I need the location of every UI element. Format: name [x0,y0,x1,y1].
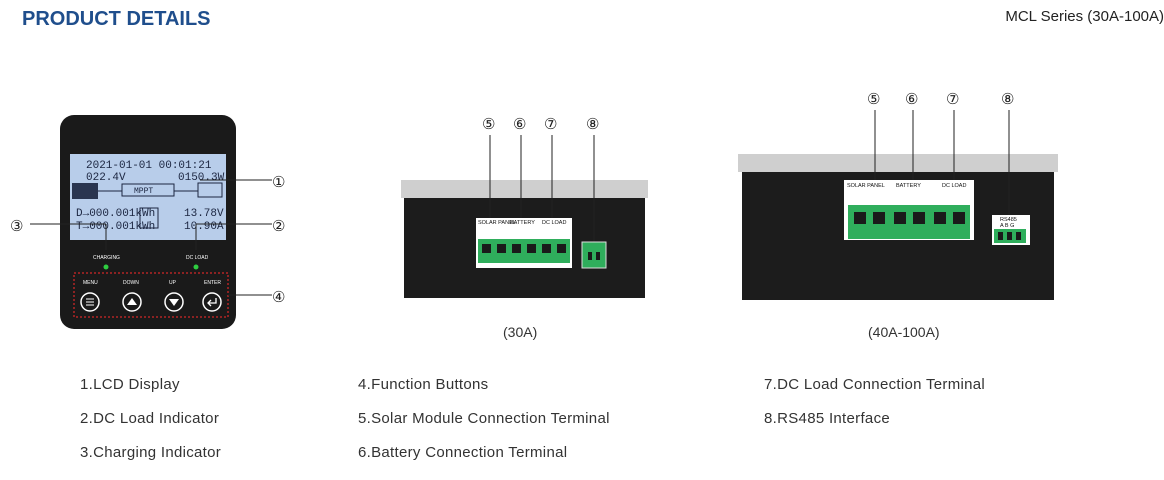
enter-button[interactable] [202,292,222,312]
lcd-pv-voltage: 022.4V [86,172,126,184]
term-solar-100a: SOLAR PANEL [847,183,885,189]
lcd-load-current: 10.90A [184,221,224,233]
callout-1: ① [272,174,285,191]
page-title: PRODUCT DETAILS [22,8,211,30]
callout-3: ③ [10,218,23,235]
callout-7-30a: ⑦ [544,116,557,133]
callout-8-100a: ⑧ [1001,91,1014,108]
lcd-battery-voltage: 13.78V [184,208,224,220]
term-battery-30a: BATTERY [510,220,535,226]
enter-icon [207,298,217,307]
term-rs485-pins: A B G [1000,223,1014,229]
term-rs485: RS485 [1000,217,1017,223]
legend-item-6: 6.Battery Connection Terminal [358,444,568,461]
term-solar-30a: SOLAR PANEL [478,220,516,226]
green-terminal-block [848,205,970,239]
callout-2: ② [272,218,285,235]
legend-item-1: 1.LCD Display [80,376,180,393]
lcd-t-energy: T→000.001kWh [76,221,155,233]
menu-button[interactable] [80,292,100,312]
series-label: MCL Series (30A-100A) [1005,8,1164,25]
callout-5-30a: ⑤ [482,116,495,133]
lcd-d-energy: D→000.001kWh [76,208,155,220]
rs485-port-30a [581,241,607,269]
battery-icon [197,182,223,198]
term-load-30a: DC LOAD [542,220,566,226]
lcd-power: 0150.3W [178,172,225,184]
legend-item-7: 7.DC Load Connection Terminal [764,376,986,393]
legend-item-4: 4.Function Buttons [358,376,489,393]
caption-40a-100a: (40A-100A) [868,324,940,340]
dc-load-label: DC LOAD [186,255,209,261]
lcd-mode: MPPT [134,187,153,196]
charging-label: CHARGING [93,255,120,261]
triangle-down-icon [169,299,179,306]
button-label-enter: ENTER [204,280,221,286]
load-icon [139,207,159,229]
green-terminal-block [478,239,570,263]
down-button[interactable] [122,292,142,312]
triangle-up-icon [127,298,137,305]
legend-item-2: 2.DC Load Indicator [80,410,220,427]
term-load-100a: DC LOAD [942,183,966,189]
callout-7-100a: ⑦ [946,91,959,108]
callout-4: ④ [272,289,285,306]
button-label-down: DOWN [123,280,139,286]
callout-8-30a: ⑧ [586,116,599,133]
top-lid [738,154,1058,172]
legend-item-3: 3.Charging Indicator [80,444,222,461]
caption-30a: (30A) [503,324,538,340]
dc-load-indicator-led [193,264,199,270]
legend-item-5: 5.Solar Module Connection Terminal [358,410,610,427]
charging-indicator-led [103,264,109,270]
legend-item-8: 8.RS485 Interface [764,410,891,427]
model-30a-side-view: ⑤ ⑥ ⑦ ⑧ SOLAR PANEL BATTERY DC LOAD [401,116,648,298]
callout-6-100a: ⑥ [905,91,918,108]
callout-6-30a: ⑥ [513,116,526,133]
controller-front-panel: 2021-01-01 00:01:21 022.4V 0150.3W MPPT … [10,115,285,329]
top-lid [401,180,648,198]
term-battery-100a: BATTERY [896,183,921,189]
solar-panel-icon [72,183,98,199]
lcd-date-time: 2021-01-01 00:01:21 [86,160,212,172]
model-40a-100a-side-view: ⑤ ⑥ ⑦ ⑧ SOLAR PANEL BATTERY DC LOAD RS48… [738,91,1058,300]
up-button[interactable] [164,292,184,312]
button-label-up: UP [169,280,177,286]
button-label-menu: MENU [83,280,98,286]
callout-5-100a: ⑤ [867,91,880,108]
